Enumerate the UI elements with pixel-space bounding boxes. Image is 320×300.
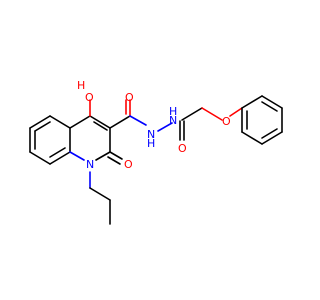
hydrazide-h1-label: H xyxy=(147,137,155,150)
hydroxyl-h-label: H xyxy=(77,79,85,92)
background xyxy=(0,0,300,300)
propyl-chain xyxy=(89,171,111,225)
chemical-structure: O H O N O N H N H O O xyxy=(0,0,300,300)
ring-o-label: O xyxy=(124,158,133,171)
pyridone-ring xyxy=(69,115,111,161)
hydroxyl-o-label: O xyxy=(85,91,94,104)
hydrazide-h2-label: H xyxy=(169,105,177,118)
acyl-o-label: O xyxy=(178,142,187,155)
c2-o-bond xyxy=(109,151,123,160)
hydrazide-n2-label: N xyxy=(169,114,177,127)
amide-o-label: O xyxy=(125,91,134,104)
hydrazide-linker xyxy=(109,99,243,141)
hydrazide-n1-label: N xyxy=(147,128,155,141)
phenyl-ring xyxy=(241,95,283,145)
c2-o-bond-inner xyxy=(107,156,121,165)
ring-n-label: N xyxy=(86,158,94,171)
ether-o-label: O xyxy=(222,115,231,128)
benzo-ring xyxy=(29,115,71,165)
